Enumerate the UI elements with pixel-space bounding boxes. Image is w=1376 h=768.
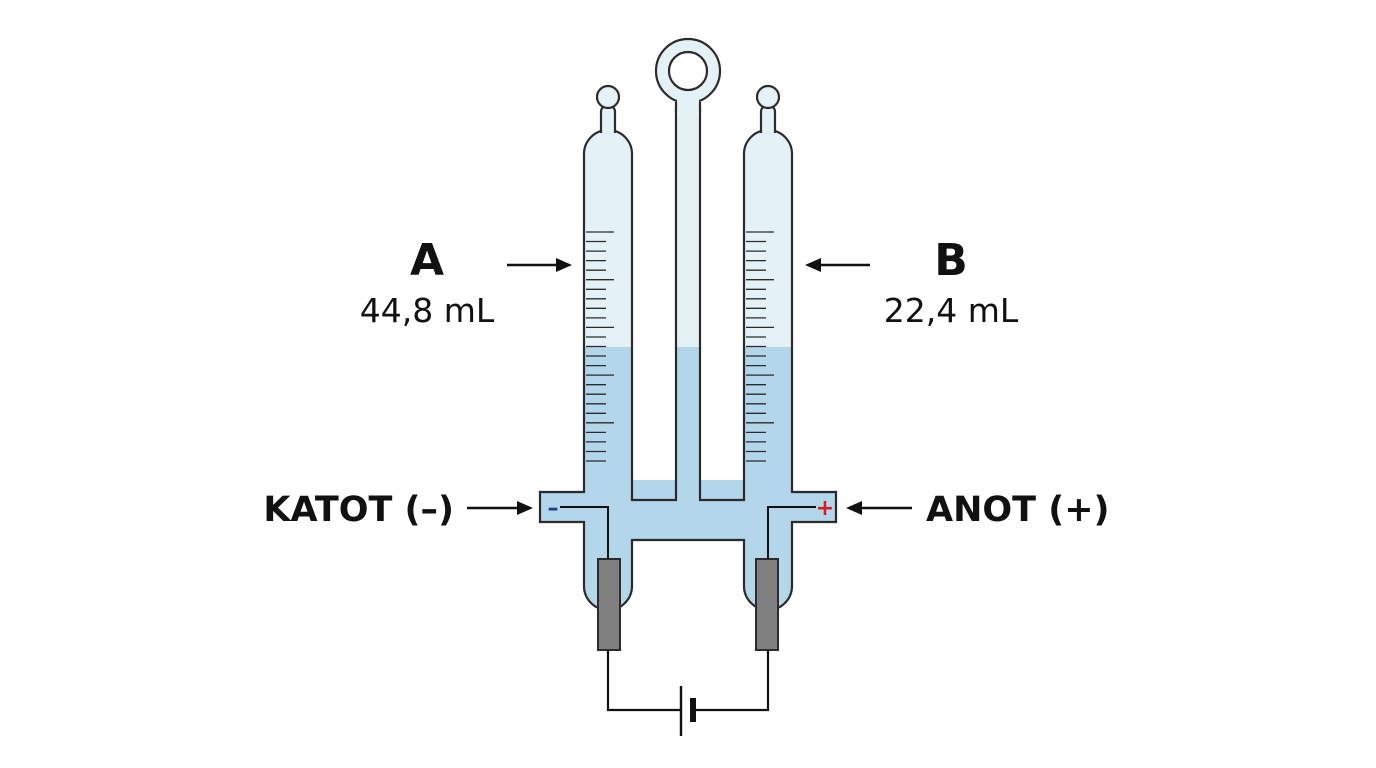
cathode-label: KATOT (–) [263, 490, 454, 530]
cathode-electrode [597, 558, 621, 651]
tube-a-label: A [410, 235, 444, 286]
arrow-right-icon [507, 258, 572, 272]
anode-sign: + [816, 496, 834, 521]
battery-icon [679, 686, 696, 736]
arrows [467, 258, 912, 515]
anode-inner-wire [767, 506, 816, 559]
arrow-left-icon [846, 501, 912, 515]
arrow-left-icon [805, 258, 870, 272]
funnel-ring [654, 37, 722, 114]
liquid [540, 347, 836, 610]
tube-b-volume: 22,4 mL [884, 291, 1019, 330]
cathode-sign: – [548, 496, 559, 521]
right-tube-graduations [746, 231, 774, 462]
right-tube-tip [755, 84, 781, 133]
tube-b-label: B [934, 235, 968, 286]
anode-label: ANOT (+) [926, 490, 1110, 530]
arrow-right-icon [467, 501, 533, 515]
glass-body [540, 110, 836, 610]
anode-electrode [755, 558, 779, 651]
left-tube-graduations [586, 231, 614, 462]
left-tube-tip [595, 84, 621, 133]
external-circuit [606, 650, 770, 712]
cathode-inner-wire [560, 506, 609, 559]
tube-a-volume: 44,8 mL [360, 291, 495, 330]
